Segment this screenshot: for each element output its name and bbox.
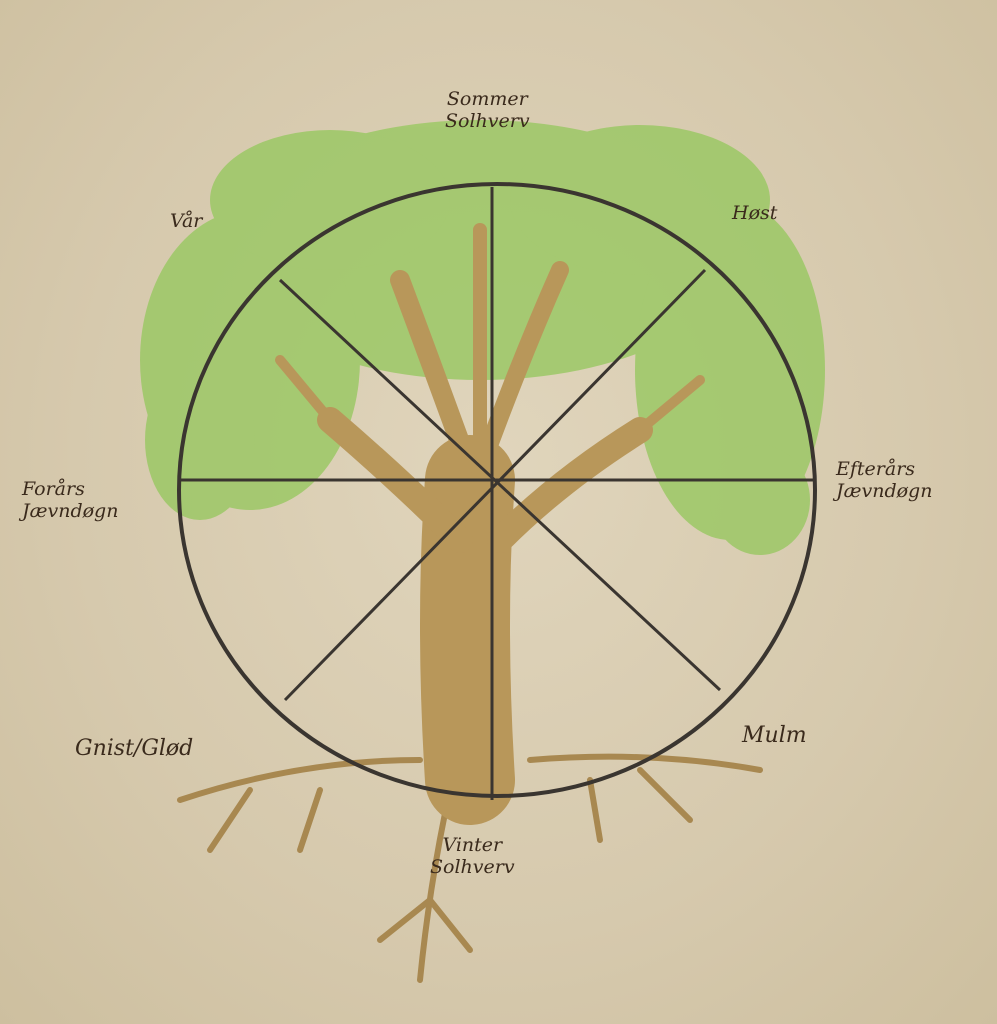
- trunk-and-branches: [275, 223, 705, 825]
- label-spring-equinox: Forårs Jævndøgn: [22, 478, 118, 522]
- label-line: Vinter: [442, 834, 503, 856]
- label-line: Solhverv: [430, 856, 515, 878]
- label-spark-ember: Gnist/Glød: [75, 736, 194, 761]
- label-line: Jævndøgn: [22, 500, 119, 522]
- label-autumn-equinox: Efterårs Jævndøgn: [836, 458, 932, 502]
- label-line: Sommer: [446, 88, 528, 110]
- label-summer-solstice: Sommer Solhverv: [445, 88, 530, 132]
- label-darkness: Mulm: [742, 723, 807, 748]
- wheel: [177, 182, 817, 800]
- label-line: Forårs: [22, 478, 85, 500]
- label-line: Solhverv: [445, 110, 530, 132]
- label-winter-solstice: Vinter Solhverv: [430, 834, 515, 878]
- label-spring: Vår: [170, 210, 203, 232]
- label-line: Jævndøgn: [836, 480, 933, 502]
- label-line: Efterårs: [836, 458, 916, 480]
- label-autumn: Høst: [732, 202, 778, 224]
